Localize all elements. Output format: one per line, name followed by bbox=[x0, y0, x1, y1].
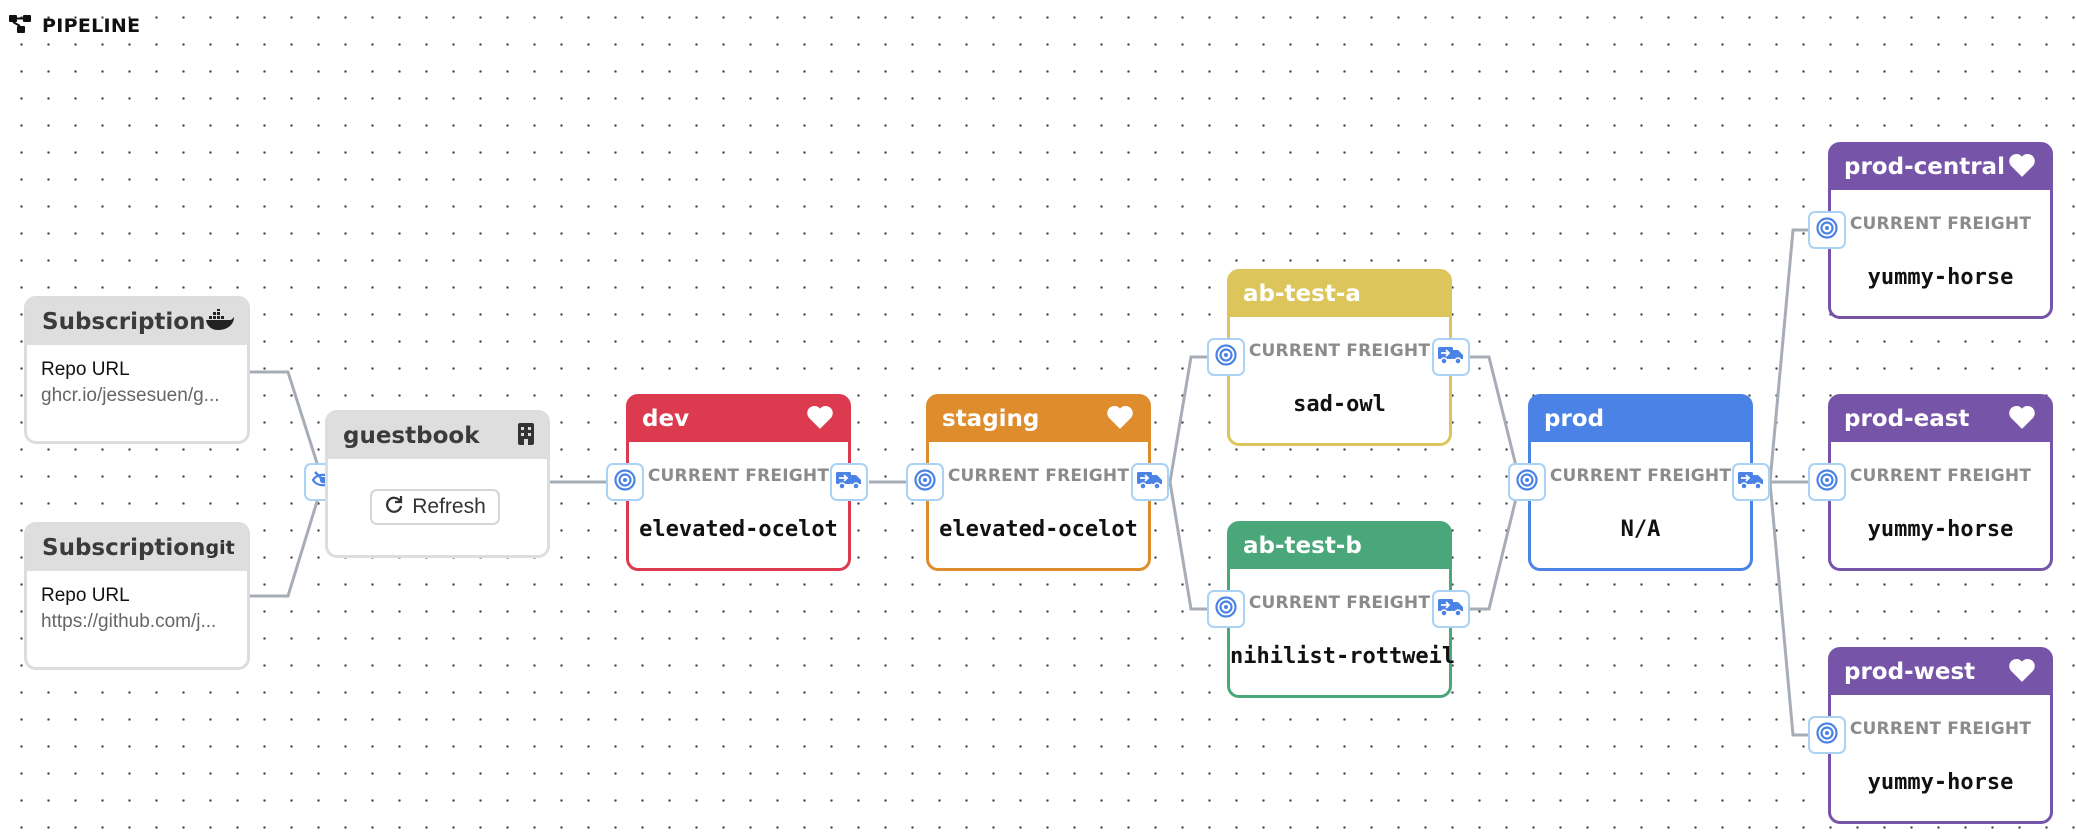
building-icon bbox=[517, 422, 535, 450]
stage-prod-central[interactable]: prod-central CURRENT FREIGHT yummy-horse bbox=[1828, 142, 2053, 319]
stage-dev-target-port[interactable] bbox=[606, 463, 644, 501]
repo-url-value: ghcr.io/jessesuen/g... bbox=[41, 385, 220, 406]
subscription-title: Subscription bbox=[42, 309, 206, 335]
subscription-card-git[interactable]: Subscription git Repo URL https://github… bbox=[24, 522, 250, 670]
subscription-card-docker[interactable]: Subscription Repo URL ghcr.io/jessesuen/… bbox=[24, 296, 250, 444]
current-freight-label: CURRENT FREIGHT bbox=[1549, 466, 1732, 486]
stage-ab-test-a[interactable]: ab-test-a CURRENT FREIGHT sad-owl bbox=[1227, 269, 1452, 446]
stage-prod-promote-button[interactable] bbox=[1732, 463, 1770, 501]
truck-arrow-icon bbox=[1737, 469, 1765, 495]
truck-arrow-icon bbox=[1136, 469, 1164, 495]
heart-icon bbox=[805, 404, 835, 434]
current-freight-label: CURRENT FREIGHT bbox=[1248, 593, 1431, 613]
stage-staging-target-port[interactable] bbox=[906, 463, 944, 501]
stage-staging[interactable]: staging CURRENT FREIGHT elevated-ocelot bbox=[926, 394, 1151, 571]
heart-icon bbox=[2007, 404, 2037, 434]
stage-prod-east[interactable]: prod-east CURRENT FREIGHT yummy-horse bbox=[1828, 394, 2053, 571]
current-freight-label: CURRENT FREIGHT bbox=[647, 466, 830, 486]
target-icon bbox=[913, 468, 937, 496]
freight-name: sad-owl bbox=[1293, 392, 1386, 417]
target-icon bbox=[1214, 595, 1238, 623]
freight-name: yummy-horse bbox=[1867, 517, 2014, 542]
stage-name: prod-east bbox=[1844, 406, 1970, 432]
truck-arrow-icon bbox=[1437, 344, 1465, 370]
freight-name: yummy-horse bbox=[1867, 265, 2014, 290]
target-icon bbox=[1815, 468, 1839, 496]
edge-abtesta-prod bbox=[1470, 355, 1522, 483]
current-freight-label: CURRENT FREIGHT bbox=[1849, 214, 2032, 234]
stage-name: ab-test-a bbox=[1243, 281, 1361, 307]
git-label: git bbox=[205, 537, 235, 559]
stage-ab-test-a-target-port[interactable] bbox=[1207, 338, 1245, 376]
edge-sub1-warehouse bbox=[249, 370, 325, 483]
stage-prod-central-target-port[interactable] bbox=[1808, 211, 1846, 249]
heart-icon bbox=[2007, 152, 2037, 182]
warehouse-card[interactable]: guestbook Refresh bbox=[325, 410, 550, 558]
stage-name: prod-west bbox=[1844, 659, 1976, 685]
warehouse-name: guestbook bbox=[343, 423, 480, 449]
current-freight-label: CURRENT FREIGHT bbox=[1849, 719, 2032, 739]
stage-name: prod bbox=[1544, 406, 1605, 432]
stage-ab-test-a-promote-button[interactable] bbox=[1432, 338, 1470, 376]
stage-ab-test-b-promote-button[interactable] bbox=[1432, 590, 1470, 628]
edge-abtestb-prod bbox=[1470, 481, 1522, 611]
freight-name: yummy-horse bbox=[1867, 770, 2014, 795]
stage-name: prod-central bbox=[1844, 154, 2005, 180]
heart-icon bbox=[2007, 657, 2037, 687]
docker-icon bbox=[205, 309, 235, 335]
stage-name: staging bbox=[942, 406, 1040, 432]
refresh-button[interactable]: Refresh bbox=[370, 489, 500, 525]
freight-name: elevated-ocelot bbox=[939, 517, 1138, 542]
target-icon bbox=[1214, 343, 1238, 371]
refresh-label: Refresh bbox=[412, 495, 486, 518]
edge-staging-abtesta bbox=[1168, 355, 1208, 483]
repo-url-value: https://github.com/j... bbox=[41, 611, 217, 632]
stage-dev-promote-button[interactable] bbox=[830, 463, 868, 501]
stage-name: dev bbox=[642, 406, 690, 432]
current-freight-label: CURRENT FREIGHT bbox=[1248, 341, 1431, 361]
current-freight-label: CURRENT FREIGHT bbox=[1849, 466, 2032, 486]
target-icon bbox=[1815, 721, 1839, 749]
freight-name: N/A bbox=[1620, 517, 1661, 542]
edge-sub2-warehouse bbox=[249, 481, 325, 598]
freight-name: elevated-ocelot bbox=[639, 517, 838, 542]
refresh-icon bbox=[384, 494, 404, 520]
stage-prod-west[interactable]: prod-west CURRENT FREIGHT yummy-horse bbox=[1828, 647, 2053, 824]
stage-name: ab-test-b bbox=[1243, 533, 1362, 559]
subscription-title: Subscription bbox=[42, 535, 206, 561]
target-icon bbox=[1815, 216, 1839, 244]
truck-arrow-icon bbox=[835, 469, 863, 495]
stage-prod-east-target-port[interactable] bbox=[1808, 463, 1846, 501]
freight-name: nihilist-rottweil bbox=[1230, 644, 1456, 669]
edge-prod-west bbox=[1768, 481, 1808, 737]
edge-staging-abtestb bbox=[1168, 481, 1208, 611]
edge-prod-central bbox=[1768, 228, 1808, 483]
page-title: PIPELINE bbox=[42, 15, 141, 37]
stage-staging-promote-button[interactable] bbox=[1131, 463, 1169, 501]
heart-icon bbox=[1105, 404, 1135, 434]
stage-prod[interactable]: prod CURRENT FREIGHT N/A bbox=[1528, 394, 1753, 571]
pipeline-header: PIPELINE bbox=[8, 14, 140, 38]
stage-dev[interactable]: dev CURRENT FREIGHT elevated-ocelot bbox=[626, 394, 851, 571]
stage-prod-west-target-port[interactable] bbox=[1808, 716, 1846, 754]
pipeline-icon bbox=[8, 14, 32, 38]
stage-ab-test-b[interactable]: ab-test-b CURRENT FREIGHT nihilist-rottw… bbox=[1227, 521, 1456, 698]
current-freight-label: CURRENT FREIGHT bbox=[947, 466, 1130, 486]
stage-ab-test-b-target-port[interactable] bbox=[1207, 590, 1245, 628]
repo-url-label: Repo URL bbox=[41, 359, 130, 380]
target-icon bbox=[613, 468, 637, 496]
repo-url-label: Repo URL bbox=[41, 585, 130, 606]
stage-prod-target-port[interactable] bbox=[1508, 463, 1546, 501]
truck-arrow-icon bbox=[1437, 596, 1465, 622]
target-icon bbox=[1515, 468, 1539, 496]
